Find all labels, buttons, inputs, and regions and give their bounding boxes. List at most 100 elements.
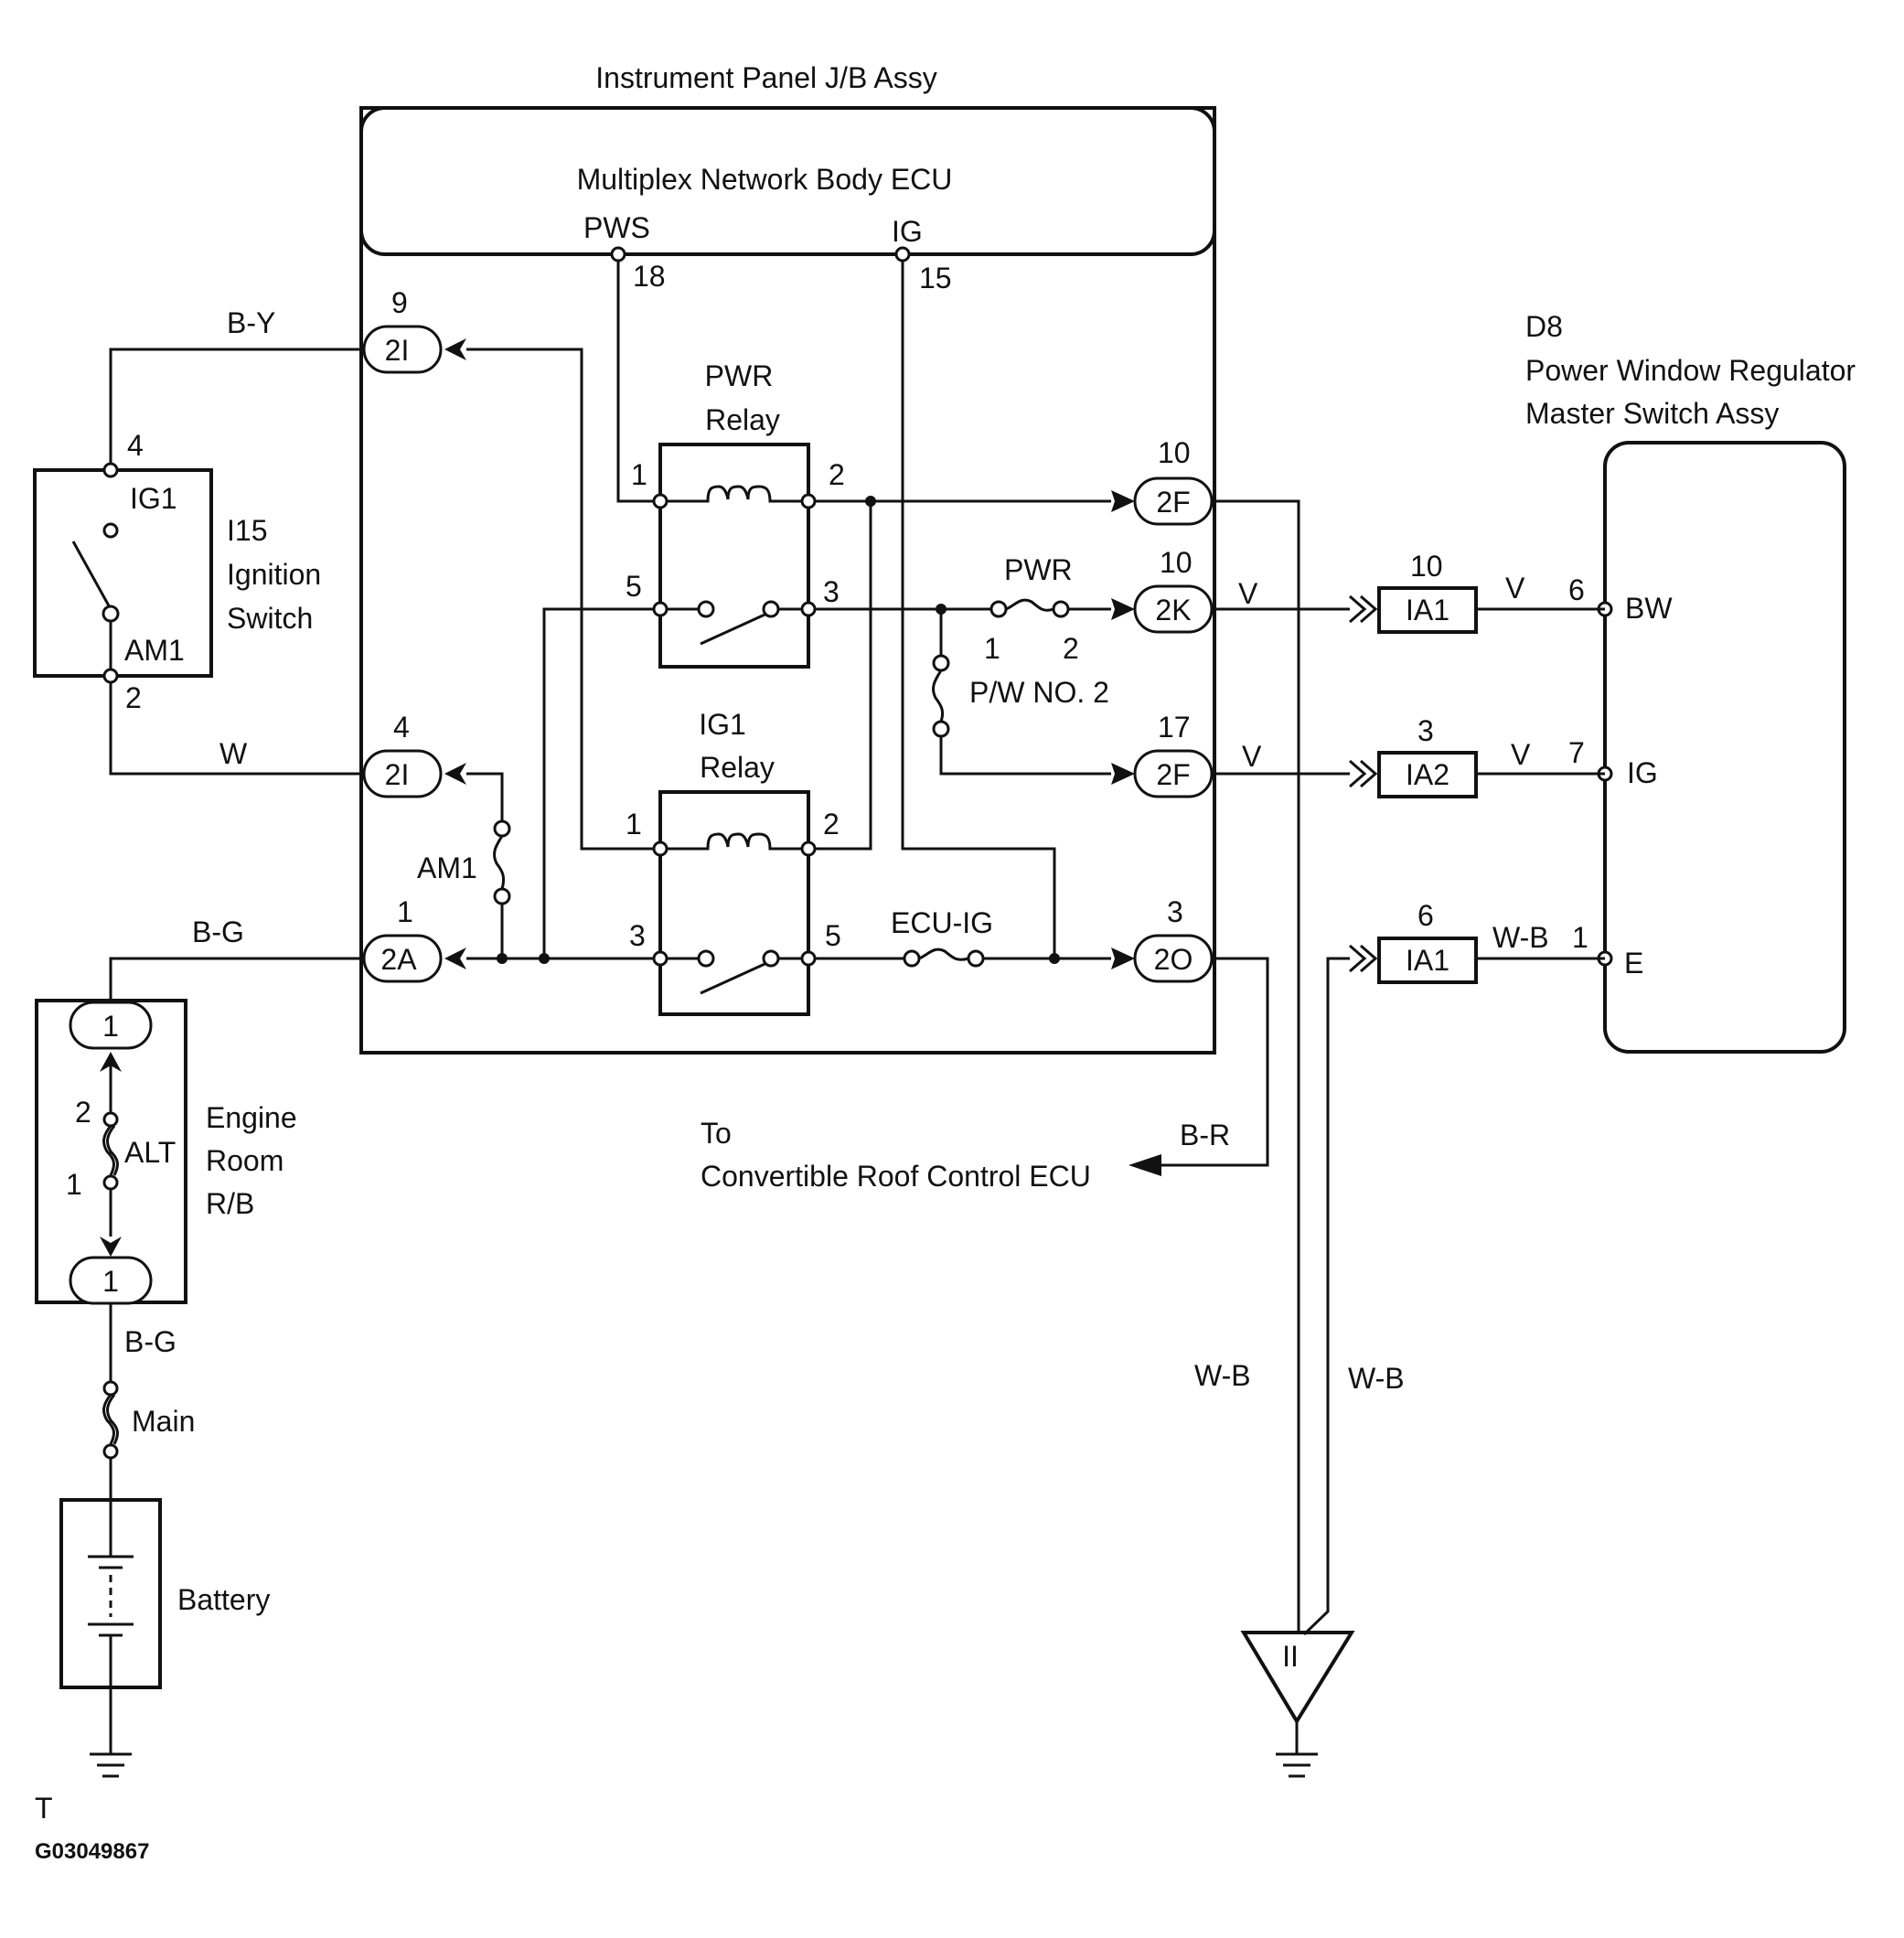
convertible-to: To (701, 1117, 732, 1150)
connector-2f-top-pin: 10 (1158, 436, 1191, 469)
battery-label: Battery (177, 1583, 270, 1616)
master-switch-ig-label: IG (1627, 756, 1658, 789)
master-switch-bw-pin: 6 (1568, 573, 1585, 606)
wire-bg-top (109, 957, 364, 1001)
junction-ig-2o (1049, 953, 1060, 964)
ignition-blade (71, 541, 112, 610)
wire-v2-label: V (1505, 572, 1525, 605)
ground-triangle (1240, 1631, 1355, 1725)
ignition-switch-box (33, 468, 213, 678)
ia2-chevron (1349, 759, 1378, 788)
wire-ig-ecu-to-2o (901, 254, 1056, 958)
pwr-relay-pin-3 (800, 601, 817, 617)
pwr-relay-label-1: PWR (705, 359, 774, 392)
connector-2a-label: 2A (380, 943, 417, 976)
pwr-relay-box (658, 443, 810, 669)
wire-wb-ground-riser (1302, 957, 1350, 1636)
ig1-relay-contact-b (762, 949, 780, 968)
wire-br-label: B-R (1180, 1119, 1230, 1151)
engine-room-label-2: Room (206, 1144, 283, 1177)
connector-2k-label: 2K (1155, 594, 1191, 626)
pwr-relay-switch-blade (700, 609, 774, 646)
ignition-pin-4-label: 4 (127, 429, 144, 462)
connector-2i-bot-label: 2I (385, 758, 410, 791)
master-switch-name-1: Power Window Regulator (1525, 354, 1856, 387)
ia1-top-chevron (1349, 594, 1378, 624)
engine-room-top-pin: 1 (102, 1010, 119, 1043)
engine-room-label-1: Engine (206, 1101, 297, 1134)
wire-v1-label: V (1238, 577, 1258, 610)
pw-fuse-label: P/W NO. 2 (969, 676, 1109, 709)
footer-code: G03049867 (35, 1839, 149, 1864)
ig1-relay-pin-2 (800, 841, 817, 857)
pwr-relay-pin-5 (652, 601, 669, 617)
jb-title: Instrument Panel J/B Assy (595, 61, 937, 94)
master-switch-code: D8 (1525, 310, 1563, 343)
connector-2a-pin: 1 (397, 895, 413, 928)
engine-room-bottom-pin: 1 (102, 1265, 119, 1298)
connector-2i-top-pin: 9 (391, 286, 408, 319)
ignition-am1-contact (102, 605, 120, 623)
ecu-ig-pin: 15 (919, 262, 952, 294)
ecu-ig-label: IG (892, 215, 923, 248)
ecu-ig-terminal (894, 246, 911, 262)
engine-room-top-connector (69, 1001, 153, 1050)
ia1-bot-chevron (1349, 944, 1378, 973)
ecu-title: Multiplex Network Body ECU (577, 163, 953, 196)
ig1-relay-pin-1 (652, 841, 669, 857)
connector-ia1-bot-pin: 6 (1417, 899, 1434, 932)
connector-2o-arrow (1111, 948, 1135, 969)
wire-by (109, 348, 364, 470)
pw-fuse-element (932, 669, 945, 723)
ig1-relay-label-1: IG1 (699, 708, 746, 741)
am1-fuse-pin-bot (493, 887, 511, 905)
connector-2f-top-arrow (1111, 490, 1135, 512)
master-switch-ig-pin: 7 (1568, 736, 1585, 769)
pwr-relay-contact-b (762, 600, 780, 618)
junction-pwr-sw-bus (539, 953, 550, 964)
pw-fuse-pin-top (932, 654, 950, 672)
ig1-relay-box (658, 790, 810, 1016)
wire-bg-bottom-label: B-G (124, 1325, 176, 1358)
wire-pw-fuse-out (939, 729, 1111, 776)
ig1-relay-pin-1-label: 1 (626, 808, 642, 841)
pwr-relay-pin-1-label: 1 (631, 458, 647, 491)
ignition-label-3: Switch (227, 602, 313, 635)
connector-ia1-bot (1377, 937, 1478, 984)
jb-box (359, 106, 1216, 1055)
master-switch-bw-label: BW (1625, 592, 1673, 625)
footer-letter: T (35, 1792, 53, 1825)
ignition-ig1-contact (102, 522, 119, 539)
master-switch-e-pin: 1 (1572, 921, 1588, 954)
main-fuse-pin-top (102, 1380, 119, 1397)
connector-ia1-top-label: IA1 (1406, 594, 1449, 626)
connector-ia1-bot-label: IA1 (1406, 944, 1449, 977)
wire-bg-top-label: B-G (192, 915, 244, 948)
ig1-relay-coil (660, 832, 808, 851)
ecuig-fuse-pin-1 (903, 949, 921, 968)
ig1-relay-pin-5-label: 5 (825, 919, 841, 952)
ig1-relay-label-2: Relay (700, 751, 775, 784)
alt-fuse-pin-1-label: 1 (66, 1168, 82, 1201)
engine-room-top-arrow (100, 1052, 122, 1072)
connector-2k-arrow (1111, 598, 1135, 620)
wire-v3-label: V (1242, 740, 1262, 773)
junction-coil-out (865, 496, 876, 507)
connector-2i-top-arrow (444, 338, 466, 360)
connector-2o-pin: 3 (1167, 895, 1183, 928)
ig1-relay-pin-2-label: 2 (823, 808, 840, 841)
connector-2o-label: 2O (1154, 943, 1193, 976)
wire-w (109, 676, 364, 776)
pwr-relay-pin-1 (652, 493, 669, 509)
wire-w-label: W (219, 737, 248, 770)
engine-room-label-3: R/B (206, 1187, 254, 1220)
wire-2i-top-to-ig1-coil (466, 348, 660, 851)
master-switch-box (1603, 441, 1846, 1054)
pwr-fuse-pin-1 (989, 600, 1008, 618)
connector-2f-bot-arrow (1111, 763, 1135, 785)
ig1-relay-contact-a (697, 949, 715, 968)
pwr-fuse-pin-1-label: 1 (984, 632, 1000, 665)
wire-br (1152, 957, 1269, 1167)
wire-wb1-label: W-B (1194, 1359, 1251, 1392)
